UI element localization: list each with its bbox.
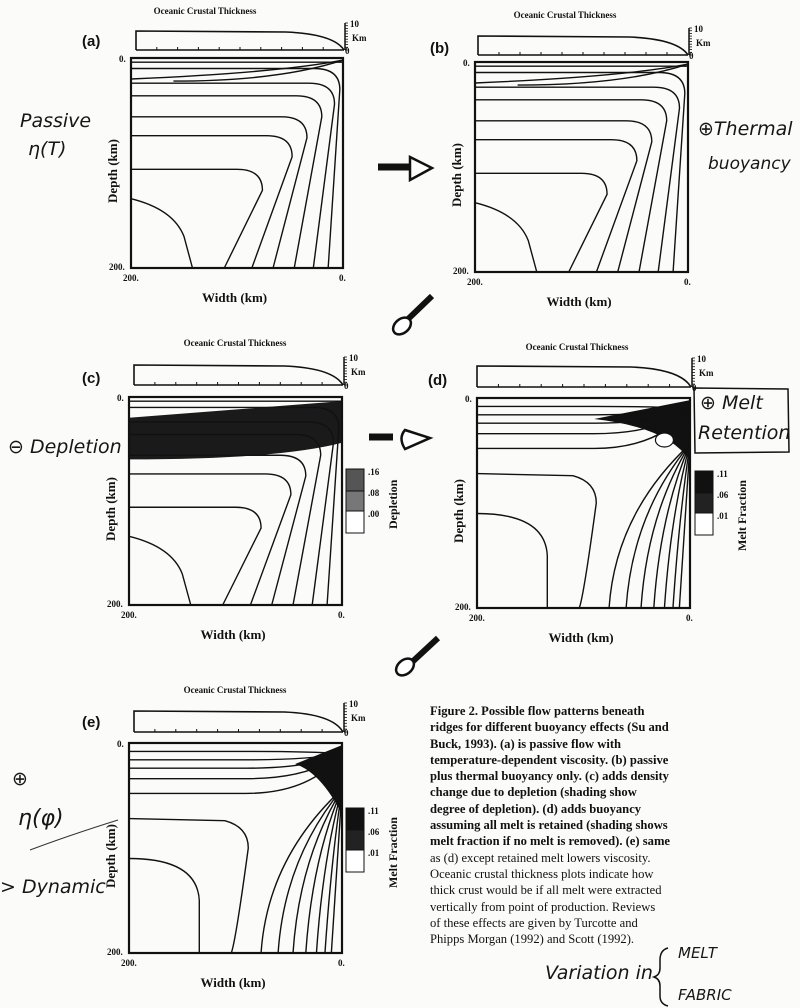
panel-title: Oceanic Crustal Thickness — [513, 10, 617, 20]
thickness-scale-unit: Km — [699, 368, 714, 378]
figure-caption: Figure 2. Possible flow patterns beneath… — [430, 703, 740, 947]
width-tick-left: 200. — [121, 610, 137, 620]
note-depletion: ⊖ Depletion — [8, 436, 122, 458]
caption-line: temperature-dependent viscosity. (b) pas… — [430, 752, 669, 767]
caption-line: ridges for different buoyancy effects (S… — [430, 720, 669, 735]
depth-tick-bottom: 200. — [107, 599, 123, 609]
note-fabric: FABRIC — [678, 986, 732, 1004]
thickness-scale-max: 10 — [694, 24, 703, 34]
depth-tick-bottom: 200. — [107, 947, 123, 957]
panel-title: Oceanic Crustal Thickness — [183, 685, 287, 695]
width-tick-right: 0. — [684, 277, 691, 287]
legend-tick: .00 — [368, 509, 380, 519]
brace-icon — [651, 947, 669, 1007]
panel-label: (c) — [82, 370, 101, 387]
legend-tick: .01 — [717, 511, 729, 521]
thickness-scale-max: 10 — [350, 19, 359, 29]
note-variation: Variation in — [545, 962, 653, 984]
caption-line: thick crust would be if all melt were ex… — [430, 883, 662, 898]
arrow-right-icon — [378, 154, 435, 183]
arrow-down-left-icon — [391, 293, 435, 336]
width-tick-left: 200. — [121, 958, 137, 968]
note-thermal: ⊕Thermal — [698, 118, 793, 140]
arrow-right-icon — [369, 428, 434, 451]
note-plus: ⊕ — [12, 768, 28, 790]
caption-line: vertically from point of production. Rev… — [430, 899, 656, 914]
panel-title: Oceanic Crustal Thickness — [153, 6, 257, 16]
melt-retention-box — [693, 387, 790, 454]
note-melt: ⊕ Melt — [700, 392, 763, 414]
thickness-scale-unit: Km — [351, 367, 366, 377]
depth-tick-top: 0. — [119, 54, 126, 64]
caption-line: melt fraction if no melt is removed). (e… — [430, 834, 671, 849]
depth-tick-bottom: 200. — [455, 602, 471, 612]
note-retention: Retention — [698, 422, 791, 444]
thickness-scale-unit: Km — [696, 38, 711, 48]
caption-line: of these effects are given by Turcotte a… — [430, 915, 638, 930]
panel-label: (b) — [430, 40, 450, 57]
x-axis-label: Width (km) — [200, 627, 266, 642]
thickness-scale-min: 0 — [345, 46, 350, 56]
caption-line: assuming all melt is retained (shading s… — [430, 818, 668, 833]
caption-line: as (d) except retained melt lowers visco… — [430, 850, 651, 865]
legend-tick: .16 — [368, 467, 380, 477]
legend-tick: .06 — [717, 490, 729, 500]
x-axis-label: Width (km) — [548, 630, 614, 645]
width-tick-right: 0. — [338, 610, 345, 620]
caption-line: Oceanic crustal thickness plots indicate… — [430, 866, 654, 881]
depth-tick-top: 0. — [463, 58, 470, 68]
note-passive: Passive — [20, 110, 92, 132]
thickness-scale-max: 10 — [697, 354, 706, 364]
legend-tick: .11 — [717, 469, 728, 479]
width-tick-left: 200. — [467, 277, 483, 287]
note-eta-t: η(T) — [28, 138, 67, 160]
width-tick-right: 0. — [338, 958, 345, 968]
x-axis-label: Width (km) — [546, 294, 612, 309]
caption-line: change due to depletion (shading show — [430, 785, 637, 800]
note-dynamic: > Dynamic — [0, 876, 106, 898]
x-axis-label: Width (km) — [202, 290, 268, 305]
panel-label: (d) — [428, 372, 448, 389]
legend-tick: .08 — [368, 488, 380, 498]
thickness-scale-max: 10 — [349, 353, 358, 363]
panel-label: (a) — [82, 33, 101, 50]
panel-title: Oceanic Crustal Thickness — [525, 342, 629, 352]
width-tick-right: 0. — [339, 273, 346, 283]
caption-line: Figure 2. Possible flow patterns beneath — [430, 704, 645, 718]
width-tick-left: 200. — [469, 613, 485, 623]
panel-title: Oceanic Crustal Thickness — [183, 338, 287, 348]
x-axis-label: Width (km) — [200, 975, 266, 990]
thickness-scale-min: 0 — [689, 51, 694, 61]
legend-tick: .11 — [368, 806, 379, 816]
pen-stroke — [29, 819, 119, 851]
caption-line: Buck, 1993). (a) is passive flow with — [430, 736, 622, 751]
note-eta-phi: η(φ) — [18, 806, 64, 831]
depth-tick-bottom: 200. — [453, 266, 469, 276]
panel-label: (e) — [82, 714, 101, 731]
caption-line: Phipps Morgan (1992) and Scott (1992). — [430, 932, 635, 947]
caption-line: degree of depletion). (d) adds buoyancy — [430, 801, 642, 816]
thickness-scale-min: 0 — [344, 381, 349, 391]
depth-tick-bottom: 200. — [109, 262, 125, 272]
depth-tick-top: 0. — [465, 394, 472, 404]
width-tick-right: 0. — [686, 613, 693, 623]
legend-tick: .06 — [368, 827, 380, 837]
thickness-scale-unit: Km — [351, 713, 366, 723]
caption-line: plus thermal buoyancy only. (c) adds den… — [430, 769, 669, 784]
thickness-scale-max: 10 — [349, 699, 358, 709]
depth-tick-top: 0. — [117, 393, 124, 403]
width-tick-left: 200. — [123, 273, 139, 283]
note-melt-var: MELT — [678, 944, 717, 962]
arrow-down-left-icon — [394, 635, 441, 677]
legend-tick: .01 — [368, 848, 380, 858]
depth-tick-top: 0. — [117, 739, 124, 749]
thickness-scale-min: 0 — [344, 728, 349, 738]
thickness-scale-unit: Km — [352, 33, 367, 43]
note-buoyancy: buoyancy — [708, 154, 791, 174]
